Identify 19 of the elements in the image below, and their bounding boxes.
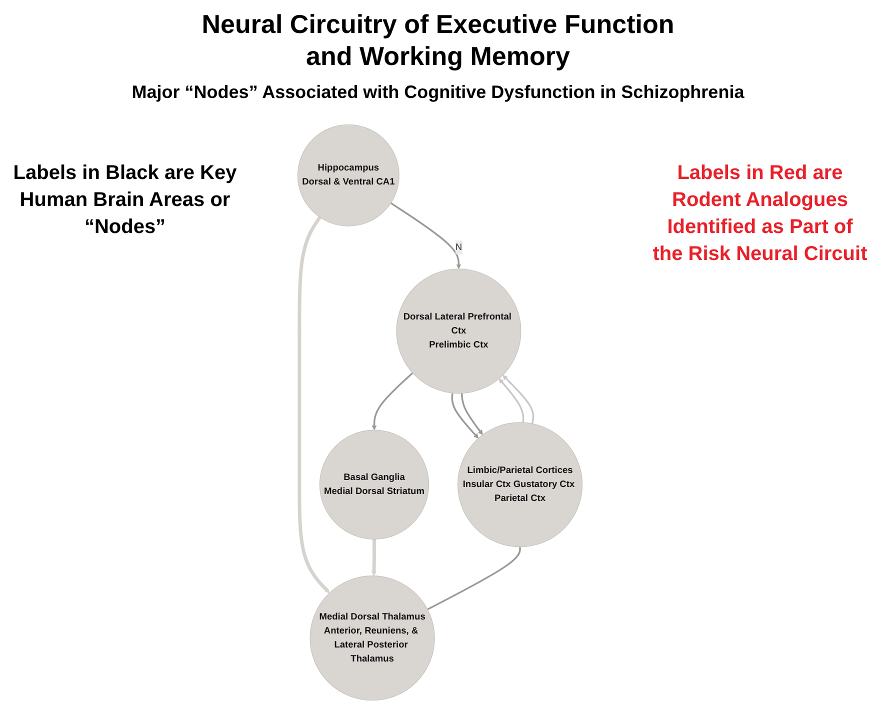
connector <box>427 546 521 610</box>
arrow <box>372 372 414 430</box>
arrow <box>460 393 483 436</box>
arrow <box>298 216 330 594</box>
arrow <box>371 539 377 576</box>
node-circle: Dorsal Lateral Prefrontal Ctx Prelimbic Ctx <box>396 268 522 394</box>
arrow <box>451 393 479 439</box>
node-circle: Medial Dorsal Thalamus Anterior, Reuniens, & Lateral Posterior Thalamus <box>310 576 435 701</box>
node-circle: Limbic/Parietal Cortices Insular Ctx Gustatory Ctx Parietal Ctx <box>457 422 583 548</box>
note: Labels in Black are Key Human Brain Areas or “Nodes” <box>12 161 238 240</box>
arrow <box>502 374 534 424</box>
node-circle: Basal Ganglia Medial Dorsal Striatum <box>319 430 430 540</box>
node-circle: Hippocampus Dorsal & Ventral CA1 <box>297 124 400 226</box>
edge-label: N <box>455 242 462 252</box>
arrow <box>498 378 524 422</box>
note: Labels in Red are Rodent Analogues Identified as Part of the Risk Neural Circuit <box>652 161 868 267</box>
arrow <box>390 202 462 270</box>
subtitle: Major “Nodes” Associated with Cognitive Dysfunction in Schizophrenia <box>130 82 746 103</box>
title: Neural Circuitry of Executive Function and Working Memory <box>200 8 676 72</box>
